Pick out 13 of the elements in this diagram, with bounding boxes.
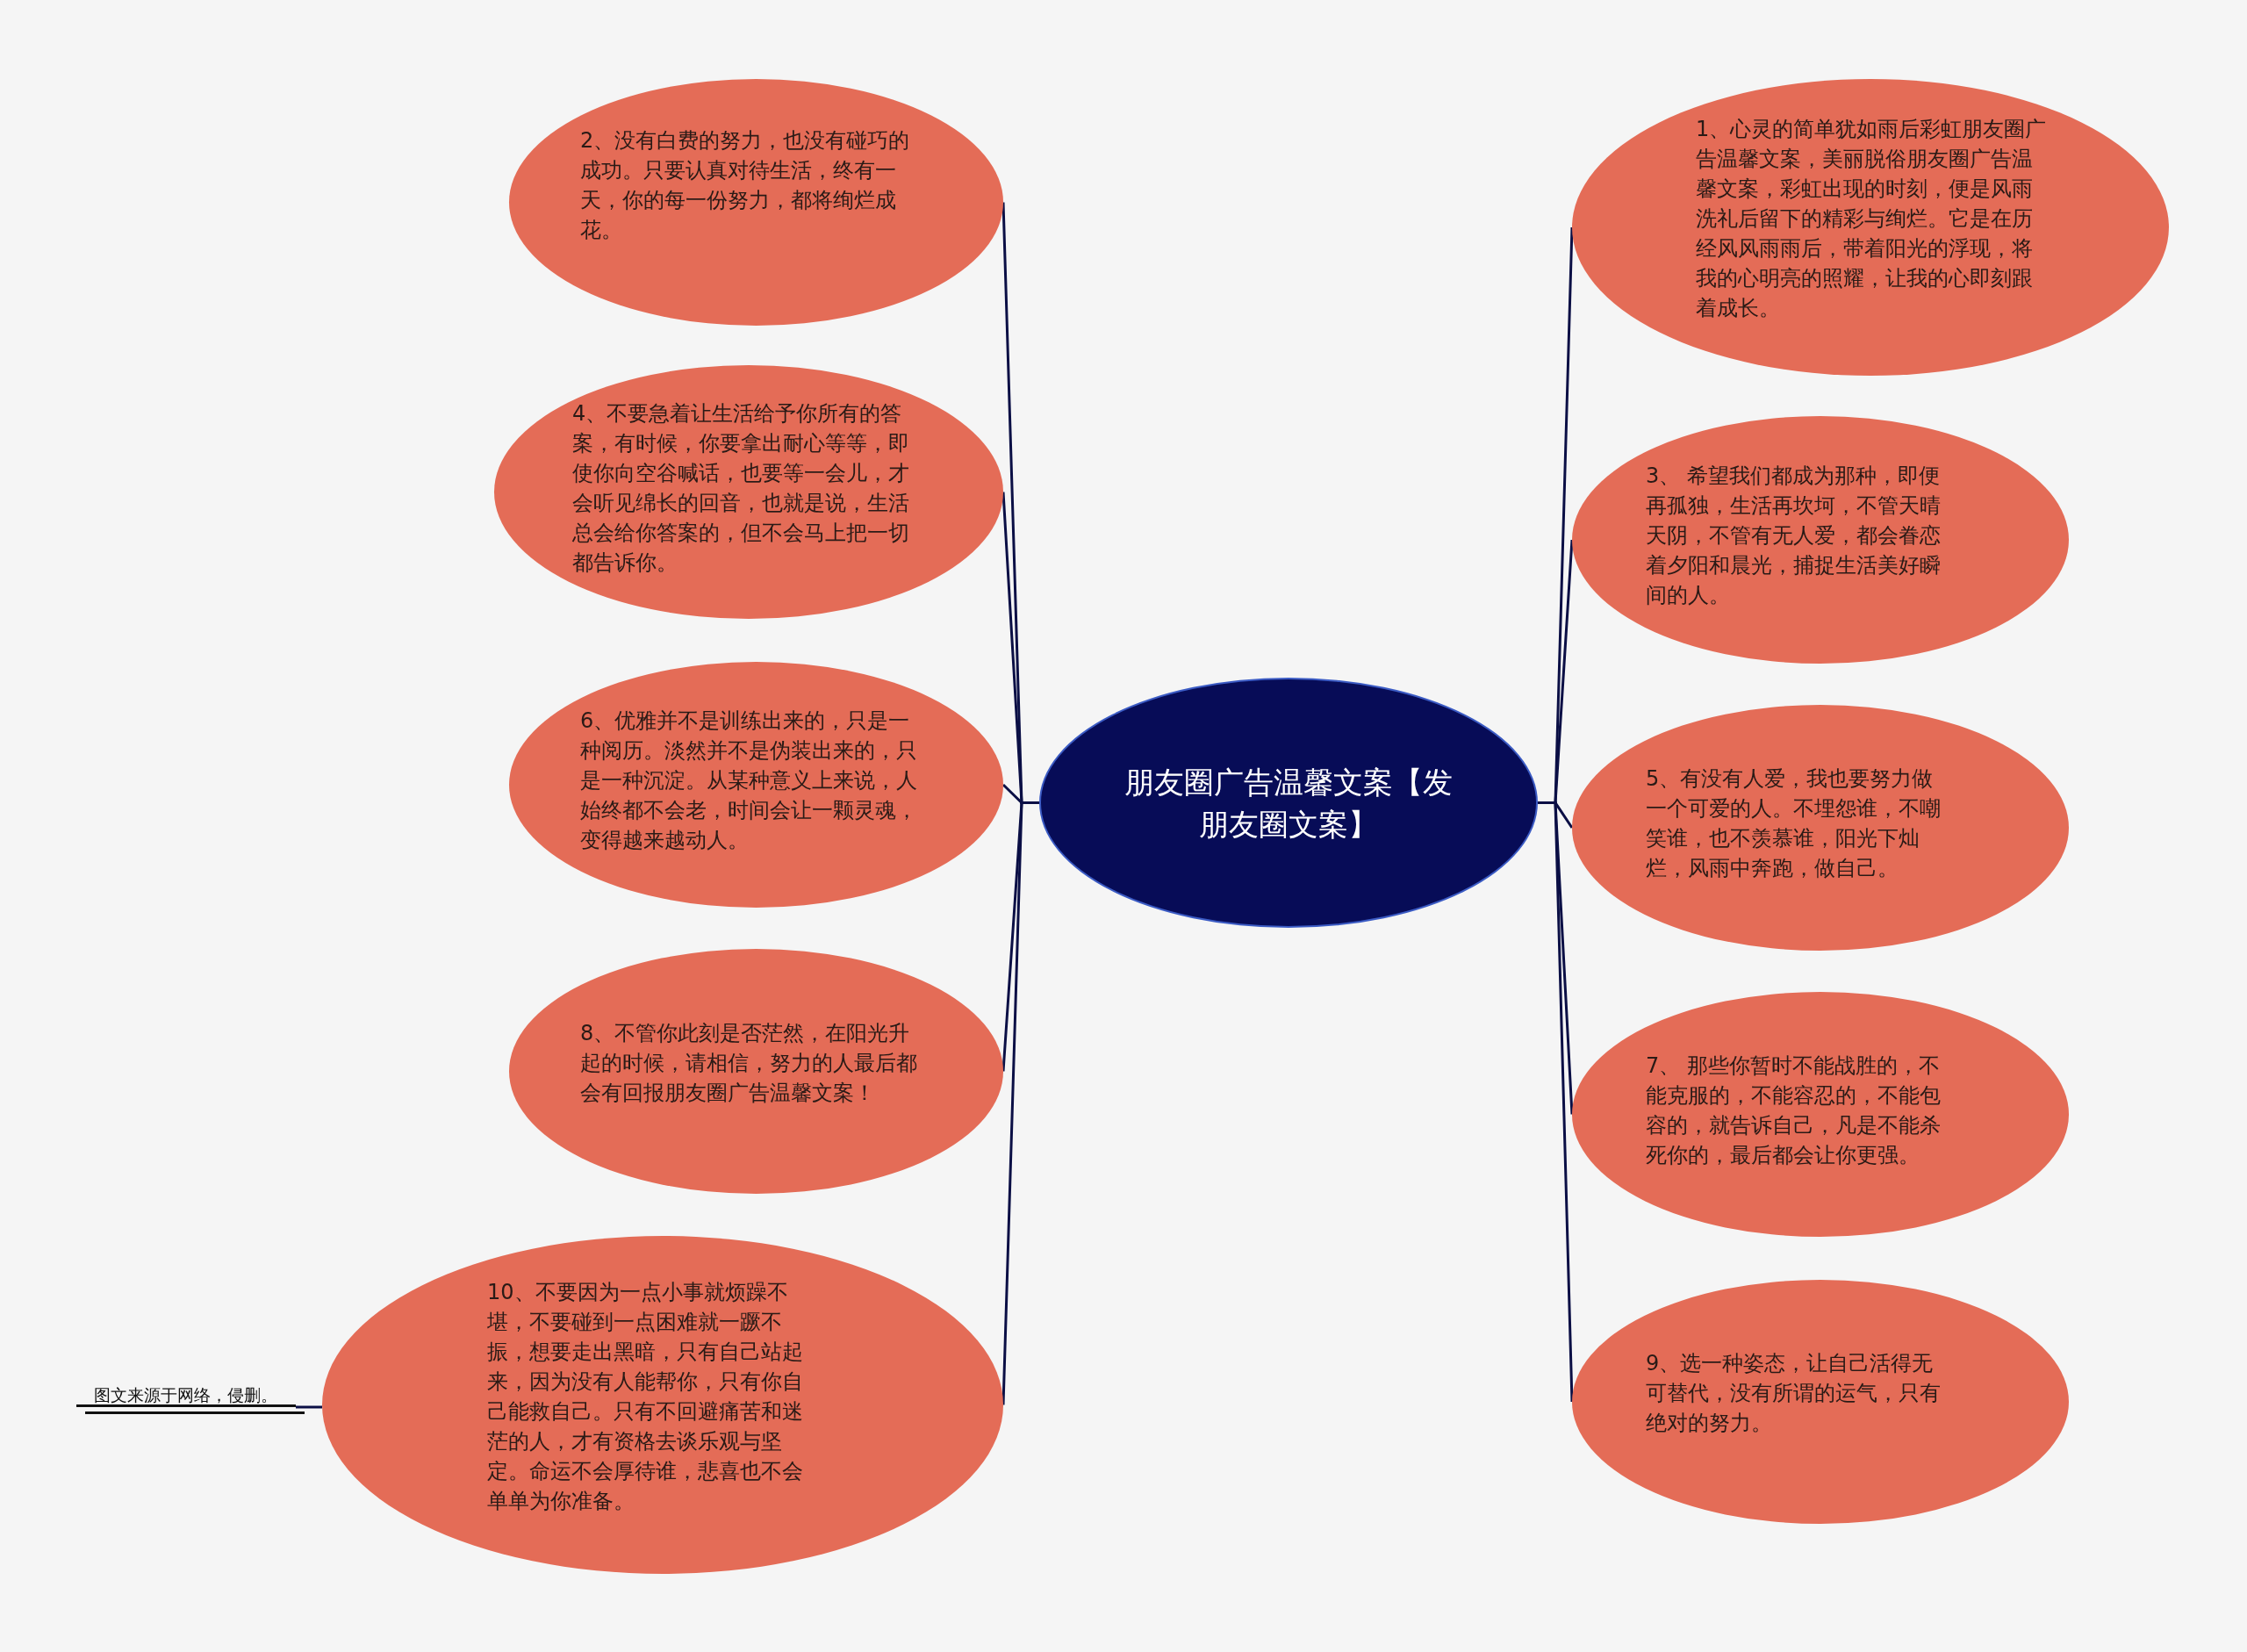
topic-text: 8、不管你此刻是否茫然，在阳光升起的时候，请相信，努力的人最后都会有回报朋友圈广告温馨文案！: [580, 1019, 918, 1107]
topic-text: 3、 希望我们都成为那种，即便再孤独，生活再坎坷，不管天晴天阴，不管有无人爱，都会眷恋着夕阳和晨光，捕捉生活美好瞬间的人。: [1646, 463, 1942, 609]
topic-text: 1、心灵的简单犹如雨后彩虹朋友圈广告温馨文案，美丽脱俗朋友圈广告温馨文案，彩虹出现的时刻，便是风雨洗礼后留下的精彩与绚烂。它是在历经风风雨雨后，带着阳光的浮现，将我的心明亮的照耀，让我的心即刻跟着成长。: [1696, 116, 2047, 322]
central-topic-text: 朋友圈广告温馨文案【发朋友圈文案】: [1124, 763, 1454, 844]
topic-text: 4、不要急着让生活给予你所有的答案，有时候，你要拿出耐心等等，即使你向空谷喊话，也要等一会儿，才会听见绵长的回音，也就是说，生活总会给你答案的，但不会马上把一切都告诉你。: [572, 399, 910, 577]
topic-text: 10、不要因为一点小事就烦躁不堪，不要碰到一点困难就一蹶不振，想要走出黑暗，只有自己站起来，因为没有人能帮你，只有你自己能救自己。只有不回避痛苦和迷茫的人，才有资格去谈乐观与坚定。命运不会厚待谁，悲喜也不会单单为你准备。: [487, 1278, 804, 1515]
source-note: 图文来源于网络，侵删。: [85, 1376, 305, 1414]
topic-text: 5、有没有人爱，我也要努力做一个可爱的人。不埋怨谁，不嘲笑谁，也不羡慕谁，阳光下灿烂，风雨中奔跑，做自己。: [1646, 765, 1942, 882]
topic-text: 7、 那些你暂时不能战胜的，不能克服的，不能容忍的，不能包容的，就告诉自己，凡是不能杀死你的，最后都会让你更强。: [1646, 1052, 1942, 1169]
topic-text: 2、没有白费的努力，也没有碰巧的成功。只要认真对待生活，终有一天，你的每一份努力，都将绚烂成花。: [580, 126, 911, 244]
topic-text: 9、选一种姿态，让自己活得无可替代，没有所谓的运气，只有绝对的努力。: [1646, 1350, 1942, 1437]
connector-line: [296, 1405, 322, 1409]
topic-text: 6、优雅并不是训练出来的，只是一种阅历。淡然并不是伪装出来的，只是一种沉淀。从某种意义上来说，人始终都不会老，时间会让一颗灵魂，变得越来越动人。: [580, 707, 918, 854]
